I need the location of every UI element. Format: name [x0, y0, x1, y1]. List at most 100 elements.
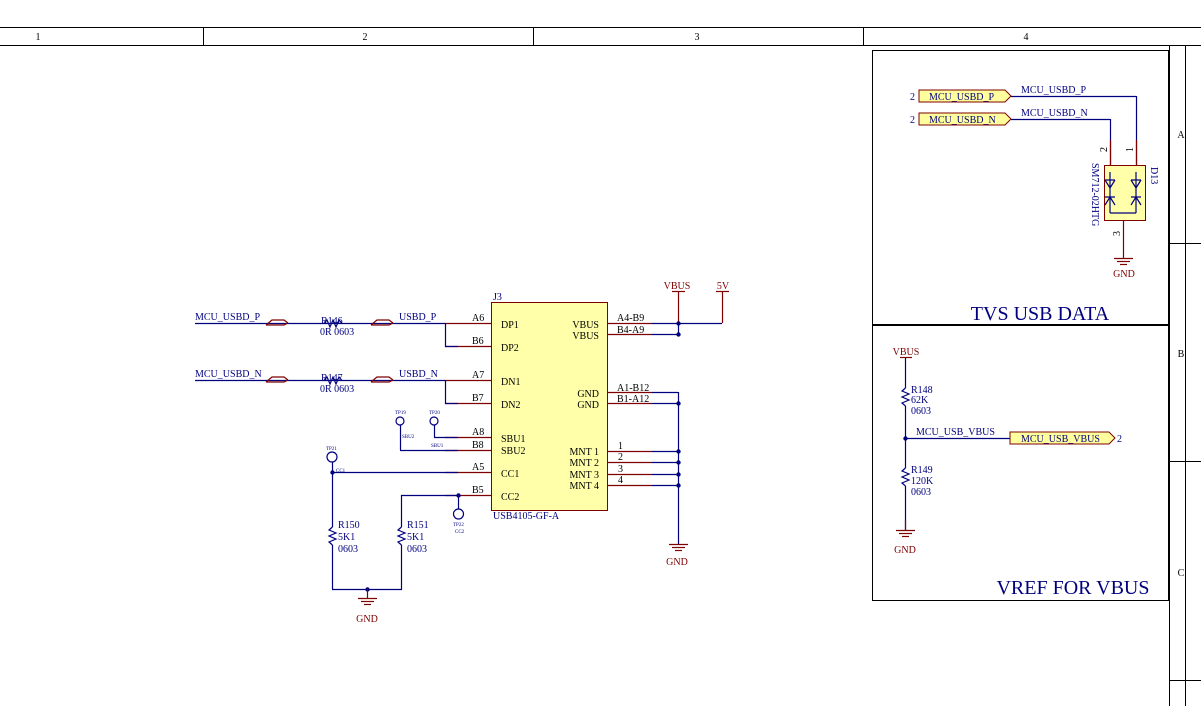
r151-designator: R151: [407, 520, 429, 531]
j3-pin-name: CC2: [501, 492, 519, 503]
j3-pin-name: DP1: [501, 320, 519, 331]
j3-pin-num: B4-A9: [617, 325, 644, 336]
r151-package: 0603: [407, 544, 427, 555]
vbus-power: VBUS 5V: [652, 281, 730, 337]
sheet-frame: 1 2 3 4 A B C: [0, 27, 1201, 706]
j3-pin-num: A4-B9: [617, 313, 644, 324]
testpoint-tp19: TP19 SBU2: [395, 411, 458, 452]
gnd-label: GND: [1113, 269, 1135, 280]
j3-pin-num: 3: [618, 464, 623, 475]
j3-pin-name: DP2: [501, 343, 519, 354]
tp19-net: SBU2: [402, 435, 415, 440]
column-label-3: 3: [695, 32, 700, 43]
net-tie-icon: [265, 376, 289, 383]
tp19-designator: TP19: [395, 411, 406, 416]
r150-designator: R150: [338, 520, 360, 531]
resistor-icon: [323, 318, 343, 329]
j3-pin-name: DN1: [501, 377, 520, 388]
j3-pin-num: 2: [618, 452, 623, 463]
resistor-icon: [323, 375, 343, 386]
port-sheet-number: 2: [910, 115, 915, 126]
net-tie-icon: [265, 319, 289, 326]
testpoint-tp20: TP20 SBU1: [429, 411, 458, 449]
j3-pin-num: B6: [472, 336, 484, 347]
testpoint-icon: [395, 416, 405, 426]
tvs-section-title: TVS USB DATA: [971, 303, 1110, 325]
vref-section-box: [872, 325, 1169, 601]
vbus-label: VBUS: [893, 347, 920, 358]
ground-icon: [896, 529, 915, 538]
j3-pin-name: VBUS: [572, 320, 599, 331]
port-mcu-usbd-p: [918, 89, 1012, 103]
net-label-mcu-usbd-p: MCU_USBD_P: [195, 312, 260, 323]
net-label-usbd-p: USBD_P: [399, 312, 437, 323]
connector-j3: J3 USB4105-GF-A A6 DP1 B6 DP2: [445, 292, 652, 522]
port-label: MCU_USBD_N: [929, 115, 996, 126]
data-line-n: MCU_USBD_N USBD_N R147 0R 0603: [195, 369, 458, 405]
gnd-symbol-cc: GND: [332, 587, 402, 625]
j3-pin-name: SBU1: [501, 434, 525, 445]
tp20-designator: TP20: [429, 411, 440, 416]
j3-part-number: USB4105-GF-A: [493, 511, 560, 522]
j3-pin-num: A6: [472, 313, 484, 324]
tp22-net: CC2: [455, 530, 465, 535]
r147-value: 0R 0603: [320, 384, 354, 395]
d13-pin-number: 3: [1112, 231, 1123, 236]
ground-icon: [1114, 257, 1133, 266]
j3-body: [491, 302, 608, 511]
gnd-bus: GND: [652, 391, 688, 568]
tp20-net: SBU1: [431, 444, 444, 449]
d13-pin-number: 2: [1099, 147, 1110, 152]
j3-designator: J3: [493, 292, 502, 303]
gnd-label: GND: [894, 545, 916, 556]
j3-pin-num: B1-A12: [617, 394, 649, 405]
j3-pin-num: A8: [472, 427, 484, 438]
net-label-mcu-usbd-n: MCU_USBD_N: [1021, 108, 1088, 119]
j3-pin-num: B8: [472, 440, 484, 451]
net-label-mcu-usbd-n: MCU_USBD_N: [195, 369, 262, 380]
net-tie-icon: [370, 376, 394, 383]
vref-section-title: VREF FOR VBUS: [996, 577, 1149, 599]
r150-package: 0603: [338, 544, 358, 555]
net-label-usbd-n: USBD_N: [399, 369, 438, 380]
row-label-a: A: [1177, 130, 1185, 141]
net-label-mcu-usbd-p: MCU_USBD_P: [1021, 85, 1086, 96]
port-label: MCU_USB_VBUS: [1021, 434, 1100, 445]
testpoint-icon: [452, 508, 465, 520]
r150-value: 5K1: [338, 532, 355, 543]
r149-designator: R149: [911, 465, 933, 476]
resistor-icon: [327, 526, 338, 546]
cc1-net-label: CC1: [336, 469, 346, 474]
j3-pin-num: A5: [472, 462, 484, 473]
d13-pin-number: 1: [1125, 147, 1136, 152]
net-tie-icon: [370, 319, 394, 326]
j3-pin-num: B5: [472, 485, 484, 496]
column-label-1: 1: [36, 32, 41, 43]
column-label-4: 4: [1024, 32, 1029, 43]
gnd-label: GND: [666, 557, 688, 568]
column-label-2: 2: [363, 32, 368, 43]
testpoint-icon: [326, 451, 338, 463]
j3-pin-num: A1-B12: [617, 383, 649, 394]
row-label-c: C: [1178, 568, 1185, 579]
r148-value: 62K: [911, 395, 929, 406]
v5-label: 5V: [717, 281, 730, 292]
row-label-b: B: [1178, 349, 1185, 360]
tp21-designator: TP21: [326, 447, 337, 452]
j3-pin-name: CC1: [501, 469, 519, 480]
j3-pin-num: 1: [618, 441, 623, 452]
tvs-section-box: [872, 50, 1169, 325]
ground-icon: [358, 597, 377, 606]
j3-pin-num: A7: [472, 370, 484, 381]
tvs-section: MCU_USBD_P 2 MCU_USBD_N 2 MCU_USBD_P MCU…: [910, 85, 1159, 280]
data-line-p: MCU_USBD_P USBD_P R146 0R 0603: [195, 312, 458, 348]
port-mcu-usbd-n: [918, 112, 1012, 126]
port-label: MCU_USBD_P: [929, 92, 994, 103]
j3-pin-name: MNT 2: [569, 458, 599, 469]
ground-icon: [669, 543, 688, 552]
d13-designator: D13: [1148, 167, 1159, 184]
tp22-designator: TP22: [453, 523, 464, 528]
j3-pin-name: GND: [577, 400, 599, 411]
j3-pin-name: MNT 1: [569, 447, 599, 458]
